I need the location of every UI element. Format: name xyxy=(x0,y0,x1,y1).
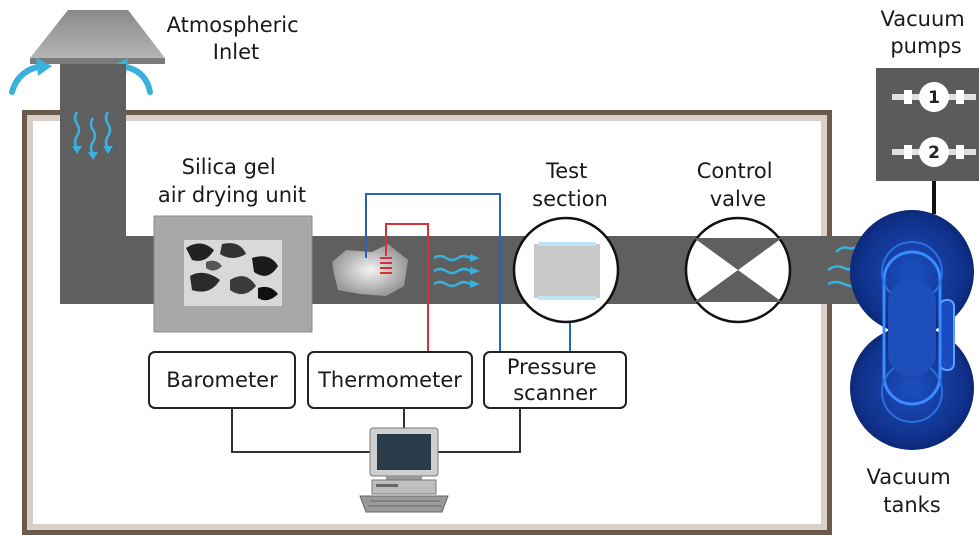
silica-gel-texture xyxy=(186,243,278,301)
pressure-line-probe xyxy=(365,193,501,382)
duct-flow-arrows xyxy=(433,254,471,288)
duct-airflow-arrows xyxy=(73,111,112,155)
computer-wire-left xyxy=(231,408,370,453)
atmospheric-inlet-label: Atmospheric Inlet xyxy=(167,13,306,64)
test-section-window-bottom xyxy=(538,296,596,300)
vacuum-tank-icon xyxy=(850,210,974,450)
pump-icon xyxy=(892,137,976,167)
valve-icon xyxy=(694,238,782,270)
computer-wire-right xyxy=(438,408,521,453)
duct-arrow-heads xyxy=(72,146,113,160)
computer-icon xyxy=(359,427,449,513)
test-section-window-top xyxy=(538,242,596,246)
test-section-chamber xyxy=(534,244,600,298)
pump-number-2: 2 xyxy=(928,143,940,163)
pump-icon xyxy=(892,82,976,112)
thermometer-label: Thermometer xyxy=(317,368,462,392)
thermometer-box xyxy=(307,351,473,409)
airflow-arrow-icon xyxy=(36,58,52,76)
pressure-scanner-box xyxy=(483,351,627,409)
thermo-sensor xyxy=(380,257,392,274)
duct-flow-arrow-heads xyxy=(470,254,480,288)
barometer-box xyxy=(148,351,296,409)
inlet-hood-icon xyxy=(30,10,165,58)
valve-icon xyxy=(694,270,782,302)
barometer-label: Barometer xyxy=(166,368,278,392)
pressure-scanner-label: Pressure scanner xyxy=(507,355,603,405)
control-valve-label: Control valve xyxy=(697,159,780,211)
vacuum-pumps-label: Vacuum pumps xyxy=(881,7,972,58)
silica-gel-label: Silica gel air drying unit xyxy=(158,155,306,207)
inlet-hood-rim xyxy=(30,58,165,64)
pump-number-1: 1 xyxy=(928,88,940,108)
vacuum-tanks-label: Vacuum tanks xyxy=(867,465,958,517)
test-section-label: Test section xyxy=(532,159,608,211)
thermo-wire xyxy=(385,223,429,382)
